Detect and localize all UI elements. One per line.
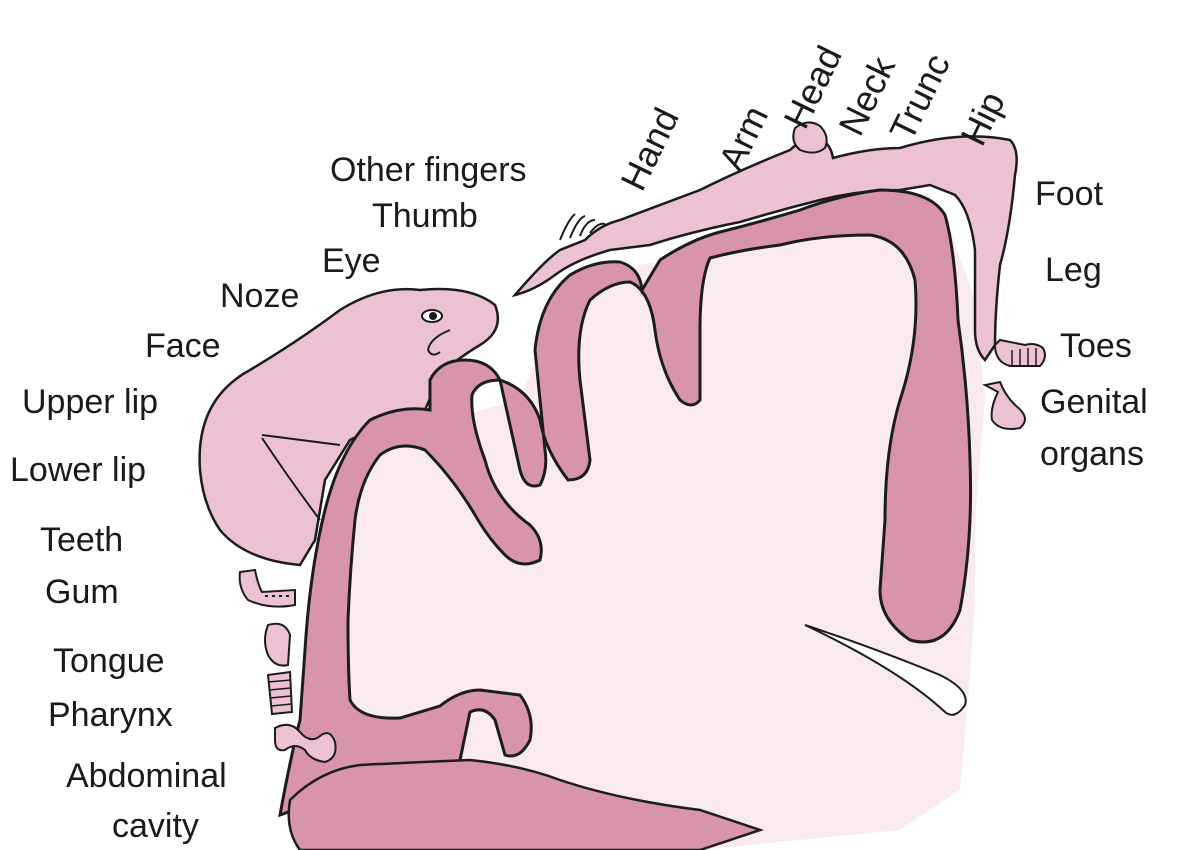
label-organs: organs: [1040, 436, 1144, 472]
label-upper-lip: Upper lip: [22, 384, 158, 420]
label-gum: Gum: [45, 574, 119, 610]
label-toes: Toes: [1060, 328, 1132, 364]
label-other-fingers: Other fingers: [330, 152, 527, 188]
label-face: Face: [145, 328, 221, 364]
tongue-drawing: [265, 624, 290, 666]
genital-drawing: [985, 382, 1025, 429]
label-noze: Noze: [220, 278, 299, 314]
label-eye: Eye: [322, 243, 381, 279]
label-thumb: Thumb: [372, 198, 478, 234]
label-teeth: Teeth: [40, 522, 123, 558]
label-pharynx: Pharynx: [48, 697, 173, 733]
label-tongue: Tongue: [53, 643, 165, 679]
label-genital: Genital: [1040, 384, 1148, 420]
pharynx-drawing: [268, 672, 292, 714]
teeth-gum-drawing: [240, 570, 295, 607]
label-foot: Foot: [1035, 176, 1103, 212]
label-abdominal: Abdominal: [66, 758, 227, 794]
label-lower-lip: Lower lip: [10, 452, 146, 488]
label-cavity: cavity: [112, 808, 199, 844]
label-leg: Leg: [1045, 252, 1102, 288]
eye-pupil: [429, 312, 437, 320]
